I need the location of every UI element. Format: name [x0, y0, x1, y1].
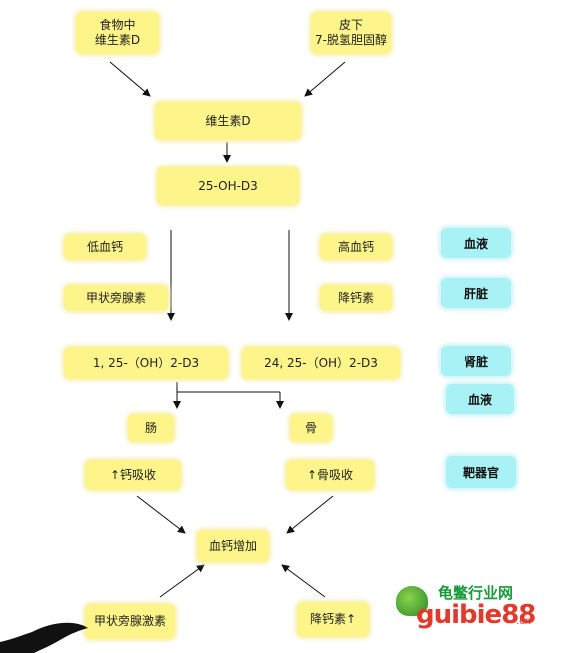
arrow-boneabs-to-increase [286, 495, 334, 534]
arrow-food-to-vitd [109, 61, 151, 97]
node-skin-dehydrocholesterol: 皮下 7-脱氢胆固醇 [311, 12, 391, 54]
node-food-vitamin-d: 食物中 维生素D [76, 12, 159, 54]
node-bone-absorption: ↑骨吸收 [286, 460, 374, 490]
node-bone: 骨 [290, 414, 332, 442]
arrow-skin-to-vitd [304, 61, 346, 97]
node-calcitonin-right: 降钙素 [320, 285, 392, 311]
logo-domain-suffix: .cn [516, 616, 532, 627]
node-calcium-increase: 血钙增加 [197, 530, 269, 562]
arrow-caabs-to-increase [136, 495, 186, 534]
tag-kidney: 肾脏 [441, 346, 511, 376]
bottom-left-silhouette [0, 622, 88, 653]
logo-english-text: guibie88 [416, 600, 536, 630]
tag-blood-2: 血液 [446, 384, 514, 414]
arrow-pth-to-increase [159, 564, 205, 598]
logo-chinese-text: 龟鳖行业网 [438, 584, 514, 602]
node-pth-bottom: 甲状旁腺激素 [85, 604, 175, 639]
node-low-calcium: 低血钙 [64, 234, 146, 260]
node-vitamin-d: 维生素D [155, 102, 301, 140]
tag-liver: 肝脏 [441, 278, 511, 308]
node-24-25-oh2-d3: 24, 25-（OH）2-D3 [242, 347, 400, 379]
arrow-calcitonin-to-increase [281, 564, 326, 598]
tag-target-organ: 靶器官 [446, 456, 516, 488]
node-pth-left: 甲状旁腺素 [64, 285, 168, 311]
node-intestine: 肠 [128, 414, 174, 442]
watermark-logo: 龟鳖行业网 guibie88 .cn [392, 580, 562, 640]
node-calcium-absorption: ↑钙吸收 [85, 460, 181, 490]
turtle-logo-icon [396, 586, 428, 616]
node-high-calcium: 高血钙 [320, 234, 392, 260]
tag-blood-1: 血液 [441, 228, 511, 258]
node-1-25-oh2-d3: 1, 25-（OH）2-D3 [64, 347, 228, 379]
node-25-oh-d3: 25-OH-D3 [157, 167, 299, 205]
node-calcitonin-bottom: 降钙素↑ [297, 602, 369, 637]
